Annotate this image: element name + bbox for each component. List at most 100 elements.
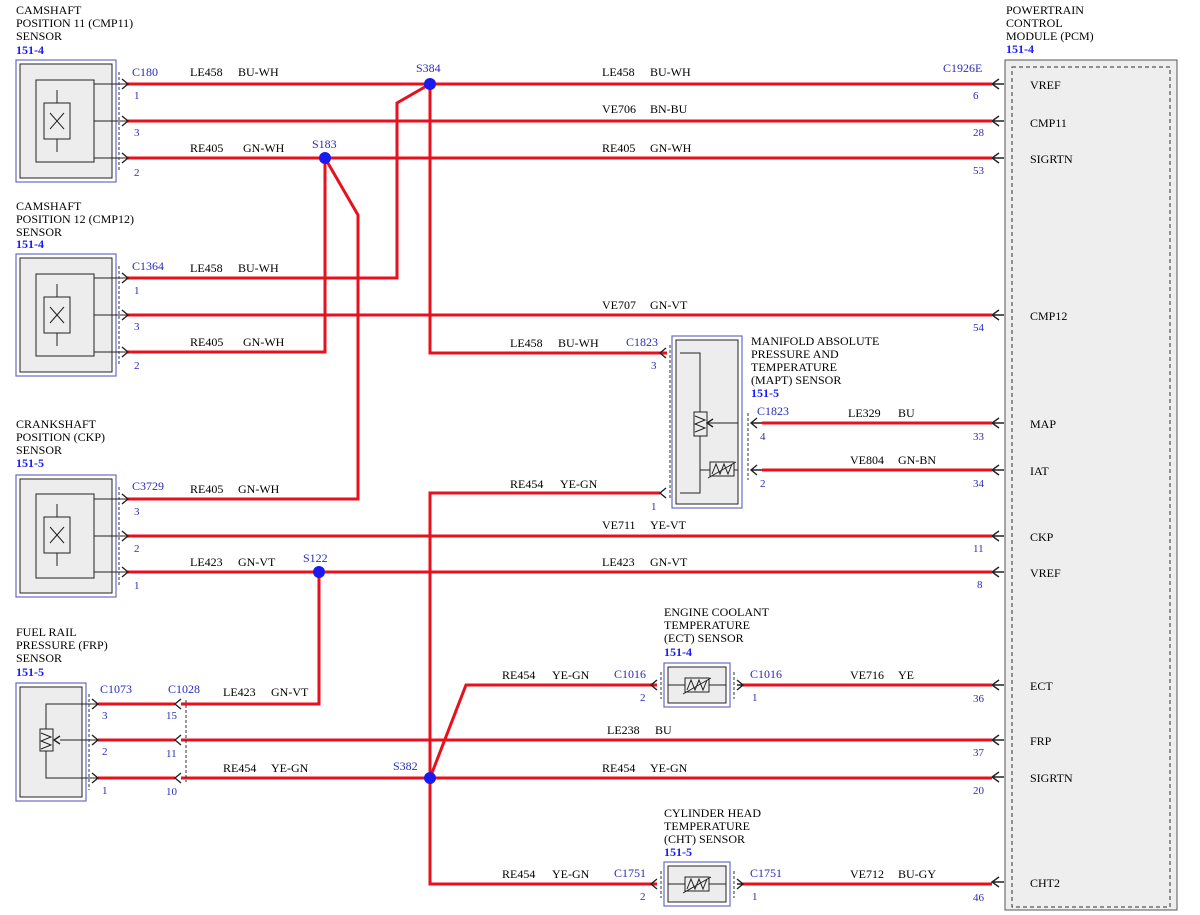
pcm-pin-name: SIGRTN [1030, 152, 1073, 166]
ect-title: TEMPERATURE [664, 618, 750, 632]
cmp11-ref[interactable]: 151-4 [16, 43, 44, 57]
wire-color-label: BU-WH [650, 65, 691, 79]
frp-sensor[interactable]: FUEL RAIL PRESSURE (FRP) SENSOR 151-5 C1… [15, 625, 132, 802]
pcm-pin-number: 28 [973, 127, 985, 139]
pcm-pin-number: 20 [973, 785, 985, 797]
wire-circuit-label: LE458 [190, 261, 223, 275]
connector-c1016-right: C1016 [750, 667, 782, 681]
ckp-ref[interactable]: 151-5 [16, 456, 44, 470]
cmp11-cross [49, 90, 65, 152]
pcm-pin-names: VREF CMP11 SIGRTN CMP12 MAP IAT CKP VREF… [1030, 78, 1073, 890]
cmp11-pin-number: 2 [134, 167, 140, 179]
c1028-pin-number: 15 [166, 710, 178, 722]
wire-color-label: GN-VT [271, 685, 309, 699]
mapt-pin-number: 3 [651, 360, 657, 372]
cmp12-title: SENSOR [16, 225, 62, 239]
frp-resistor-zigzag [39, 732, 53, 750]
splice-s382-label: S382 [393, 759, 418, 773]
connector-c1823-left: C1823 [626, 335, 658, 349]
cmp12-ref[interactable]: 151-4 [16, 237, 44, 251]
ect-sensor[interactable]: ENGINE COOLANT TEMPERATURE (ECT) SENSOR … [614, 605, 782, 708]
cmp12-pin-number: 3 [134, 321, 140, 333]
pcm-pin-number: 46 [973, 892, 985, 904]
cmp11-sensor[interactable]: CAMSHAFT POSITION 11 (CMP11) SENSOR 151-… [15, 3, 158, 183]
connector-c1073: C1073 [100, 682, 132, 696]
pcm-pin-name: VREF [1030, 566, 1061, 580]
splices[interactable]: S384 S183 S122 S382 [303, 61, 441, 784]
wire-circuit-label: RE454 [502, 867, 535, 881]
cmp12-sensor[interactable]: CAMSHAFT POSITION 12 (CMP12) SENSOR 151-… [15, 199, 164, 377]
wire-circuit-label: RE454 [510, 477, 543, 491]
ckp-title: CRANKSHAFT [16, 417, 97, 431]
mapt-iat-thermistor [709, 461, 735, 477]
wire-color-label: BU [655, 723, 672, 737]
mapt-map-zigzag [693, 415, 707, 433]
cmp12-pin-arrows [121, 272, 130, 358]
wire-circuit-label: LE458 [602, 65, 635, 79]
ect-ref[interactable]: 151-4 [664, 645, 692, 659]
cmp12-cross [49, 284, 65, 346]
ckp-leads [94, 498, 126, 573]
pcm-pin-numbers: 6 28 53 54 33 34 11 8 36 37 20 46 [973, 90, 985, 904]
wire-s384-cmp12 [126, 82, 431, 280]
pcm-body [1004, 59, 1178, 911]
wire-s384-mapt [428, 84, 667, 355]
splice-s183-label: S183 [312, 137, 337, 151]
cht-title: (CHT) SENSOR [664, 832, 745, 846]
wire-circuit-label: RE405 [190, 482, 223, 496]
ckp-pin-arrows [121, 493, 130, 578]
mapt-ref[interactable]: 151-5 [751, 386, 779, 400]
pcm-pin-name: CMP11 [1030, 116, 1067, 130]
pcm-pin-name: CHT2 [1030, 876, 1060, 890]
wire-color-label: BU-WH [238, 65, 279, 79]
ckp-sensor[interactable]: CRANKSHAFT POSITION (CKP) SENSOR 151-5 C… [15, 417, 164, 598]
wire-circuit-label: VE804 [850, 453, 884, 467]
frp-leads-internal [45, 703, 82, 779]
wire-color-label: GN-WH [650, 141, 692, 155]
ckp-pin-number: 3 [134, 506, 140, 518]
connector-c1364: C1364 [132, 259, 164, 273]
frp-ref[interactable]: 151-5 [16, 665, 44, 679]
mapt-right-arrows [749, 417, 762, 476]
cmp11-title: SENSOR [16, 29, 62, 43]
cht-ref[interactable]: 151-5 [664, 845, 692, 859]
mapt-sensor[interactable]: MANIFOLD ABSOLUTE PRESSURE AND TEMPERATU… [626, 334, 879, 513]
pcm-pin-arrows [990, 78, 1004, 888]
inline-connector-c1028[interactable]: C1028 15 11 10 [166, 682, 200, 798]
splice-s122[interactable] [313, 566, 325, 578]
connector-c180: C180 [132, 65, 158, 79]
wire-s122-frp [181, 572, 321, 706]
mapt-title: TEMPERATURE [751, 360, 837, 374]
wire-circuit-label: VE706 [602, 102, 636, 116]
cht-arrows [649, 878, 745, 890]
pcm-ref[interactable]: 151-4 [1006, 42, 1034, 56]
frp-title: SENSOR [16, 651, 62, 665]
wire-circuit-label: RE454 [223, 761, 256, 775]
pcm-module[interactable]: POWERTRAIN CONTROL MODULE (PCM) 151-4 [1004, 3, 1178, 911]
splice-s384[interactable] [424, 78, 436, 90]
cmp12-title: POSITION 12 (CMP12) [16, 212, 134, 226]
frp-pin-number: 2 [102, 746, 108, 758]
frp-leads [82, 703, 98, 779]
splice-s183[interactable] [319, 152, 331, 164]
mapt-outer [671, 335, 743, 509]
cht-sensor[interactable]: CYLINDER HEAD TEMPERATURE (CHT) SENSOR 1… [614, 806, 782, 907]
wire-circuit-label: RE405 [602, 141, 635, 155]
wire-circuit-label: LE423 [602, 555, 635, 569]
splice-s382[interactable] [424, 772, 436, 784]
connector-c1751-left: C1751 [614, 866, 646, 880]
mapt-iat-zigzag [707, 461, 737, 479]
pcm-pin-number: 11 [973, 543, 984, 555]
ect-outer [663, 662, 731, 708]
wire-color-label: GN-VT [650, 555, 688, 569]
cmp12-leads [94, 277, 126, 353]
pcm-pin-name: MAP [1030, 417, 1056, 431]
wire-circuit-label: LE458 [190, 65, 223, 79]
pcm-pin-name: ECT [1030, 679, 1053, 693]
wire-circuit-label: LE238 [607, 723, 640, 737]
wire-color-label: GN-VT [650, 298, 688, 312]
c1028-pin-arrows [173, 698, 182, 784]
cht-zigzag [682, 876, 712, 894]
connector-c3729: C3729 [132, 479, 164, 493]
wire-circuit-label: RE405 [190, 335, 223, 349]
